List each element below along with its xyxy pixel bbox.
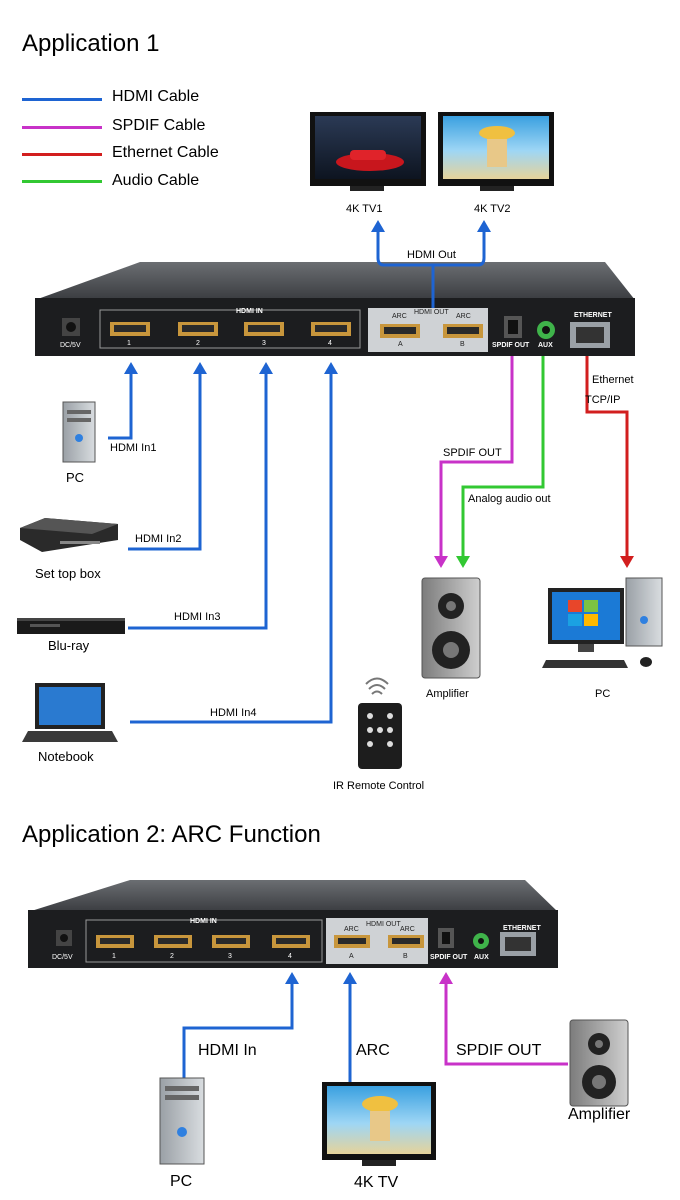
device1-arc-b: ARC <box>456 313 471 320</box>
device2-port-a: A <box>349 953 354 960</box>
app2-arrow-spdif <box>439 972 453 984</box>
device2-port-1: 1 <box>112 953 116 960</box>
hdmi-in1-label: HDMI In1 <box>110 442 157 454</box>
spdif-out-label: SPDIF OUT <box>443 447 502 459</box>
pc-tower-icon <box>62 401 96 463</box>
app2-tv-label: 4K TV <box>354 1174 399 1191</box>
notebook-label: Notebook <box>38 749 94 764</box>
app2-arrow-hdmi-in <box>285 972 299 984</box>
hdmi-in2-label: HDMI In2 <box>135 533 182 545</box>
arrow-spdif <box>434 556 448 568</box>
device2-spdif: SPDIF OUT <box>430 954 468 961</box>
device2-arc-b: ARC <box>400 926 415 933</box>
app2-spdif-label: SPDIF OUT <box>456 1042 542 1059</box>
app2-hdmi-in-label: HDMI In <box>198 1042 257 1059</box>
bluray-icon <box>17 618 125 634</box>
app2-hdmi-in-cable <box>182 982 294 1078</box>
hdmi-in-cables <box>108 372 333 724</box>
arrow-audio <box>456 556 470 568</box>
audio-cable <box>461 356 545 556</box>
legend-line-ethernet <box>22 153 102 156</box>
hdmi-in4-label: HDMI In4 <box>210 707 257 719</box>
device1-port-b: B <box>460 341 465 348</box>
device2-port-4: 4 <box>288 953 292 960</box>
ethernet-label: Ethernet <box>592 374 634 386</box>
bluray-label: Blu-ray <box>48 638 90 653</box>
app2-arc-label: ARC <box>356 1042 390 1059</box>
app2-amplifier-label: Amplifier <box>568 1106 631 1123</box>
arrow-tv1 <box>371 220 385 232</box>
tv1-label: 4K TV1 <box>346 203 383 215</box>
legend-ethernet: Ethernet Cable <box>112 144 219 161</box>
device2-port-2: 2 <box>170 953 174 960</box>
settop-box-icon <box>20 518 118 552</box>
analog-audio-label: Analog audio out <box>468 493 551 505</box>
hdmi-out-cables <box>376 228 486 308</box>
device1-port-3: 3 <box>262 340 266 347</box>
legend-line-hdmi <box>22 98 102 101</box>
device2-arc-a: ARC <box>344 926 359 933</box>
hdmi-out-label: HDMI Out <box>407 249 456 261</box>
app2-diagram <box>28 880 629 1166</box>
app2-tv-icon <box>322 1082 436 1166</box>
tcpip-label: TCP/IP <box>585 394 621 406</box>
legend-hdmi: HDMI Cable <box>112 88 200 105</box>
settop-label: Set top box <box>35 566 101 581</box>
device2-hdmi-out: HDMI OUT <box>366 921 401 928</box>
tv2-icon <box>438 112 554 191</box>
device1-port-1: 1 <box>127 340 131 347</box>
app2-pc-icon <box>159 1077 205 1165</box>
tv1-icon <box>310 112 426 191</box>
device2-ethernet: ETHERNET <box>503 925 541 932</box>
arrow-tv2 <box>477 220 491 232</box>
legend: HDMI Cable SPDIF Cable Ethernet Cable Au… <box>22 86 242 196</box>
app2-amplifier-icon <box>569 1019 629 1107</box>
device2-hdmi-in-label: HDMI IN <box>190 918 217 925</box>
device2-dc: DC/5V <box>52 954 73 961</box>
app2-arrow-arc <box>343 972 357 984</box>
arrow-in4 <box>324 362 338 374</box>
device1-hdmi-in-label: HDMI IN <box>236 308 263 315</box>
amplifier-label: Amplifier <box>426 688 469 700</box>
app2-title: Application 2: ARC Function <box>22 821 321 848</box>
pc-label: PC <box>66 470 85 485</box>
app2-spdif-cable <box>444 982 568 1066</box>
spdif-cable <box>439 356 514 556</box>
device1-port-2: 2 <box>196 340 200 347</box>
device1-aux: AUX <box>538 342 553 349</box>
hdmi-in3-label: HDMI In3 <box>174 611 221 623</box>
device1-arc-a: ARC <box>392 313 407 320</box>
pc-desktop-icon <box>542 577 663 668</box>
device-app1 <box>35 262 635 356</box>
arrow-ethernet <box>620 556 634 568</box>
device2-port-b: B <box>403 953 408 960</box>
arrow-in1 <box>124 362 138 374</box>
device1-hdmi-out: HDMI OUT <box>414 309 449 316</box>
device1-port-a: A <box>398 341 403 348</box>
ir-remote-label: IR Remote Control <box>333 780 425 792</box>
ir-remote-icon <box>358 677 402 769</box>
tv2-label: 4K TV2 <box>474 203 511 215</box>
pc-right-label: PC <box>595 688 611 700</box>
ethernet-cable <box>585 356 629 556</box>
arrow-in3 <box>259 362 273 374</box>
notebook-icon <box>22 683 118 742</box>
app2-pc-label: PC <box>170 1173 193 1190</box>
device1-port-4: 4 <box>328 340 332 347</box>
legend-line-audio <box>22 180 102 183</box>
legend-line-spdif <box>22 126 102 129</box>
device1-dc: DC/5V <box>60 342 81 349</box>
app1-title: Application 1 <box>22 30 160 57</box>
device2-aux: AUX <box>474 954 489 961</box>
device1-spdif: SPDIF OUT <box>492 342 530 349</box>
arrow-in2 <box>193 362 207 374</box>
device2-port-3: 3 <box>228 953 232 960</box>
amplifier-icon <box>421 577 481 679</box>
legend-audio: Audio Cable <box>112 172 200 189</box>
app1-diagram <box>17 112 663 769</box>
device1-ethernet: ETHERNET <box>574 312 612 319</box>
legend-spdif: SPDIF Cable <box>112 117 206 134</box>
device-app2 <box>28 880 558 968</box>
